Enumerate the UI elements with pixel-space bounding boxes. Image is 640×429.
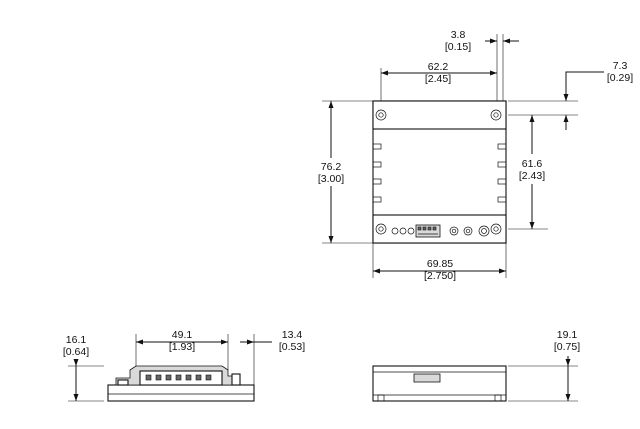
dim-side-height: [68, 359, 104, 402]
label-inner-height-mm: 61.6: [522, 158, 543, 170]
side-view: [68, 334, 272, 402]
label-overall-height-mm: 76.2: [321, 161, 342, 173]
dim-hole-spacing: [380, 68, 498, 101]
label-hole-offset-mm: 3.8: [451, 29, 466, 41]
dim-side-right-offset: [240, 334, 272, 385]
dim-right-offset: [508, 71, 604, 130]
mounting-hole-bottom-right: [490, 223, 502, 235]
mounting-hole-top-right: [490, 109, 502, 121]
side-view-base: [107, 384, 255, 402]
dim-inner-height: [508, 115, 548, 230]
dim-hole-offset: [485, 34, 519, 101]
label-side-right-offset-mm: 13.4: [282, 329, 303, 341]
label-right-offset-mm: 7.3: [613, 60, 628, 72]
label-connector-width-mm: 49.1: [172, 329, 193, 341]
front-connector: [413, 373, 441, 383]
mounting-hole-top-left: [375, 109, 387, 121]
dimension-labels: 3.8 [0.15] 62.2 [2.45] 7.3 [0.29] 76.2 […: [63, 29, 633, 358]
label-hole-offset-in: [0.15]: [445, 41, 471, 53]
dim-overall-width: [372, 243, 507, 278]
dim-overall-height: [322, 100, 373, 244]
side-connector: [115, 365, 241, 386]
dim-front-height: [508, 356, 578, 402]
top-view: [322, 34, 604, 278]
mounting-hole-bottom-left: [375, 223, 387, 235]
top-flange: [372, 100, 507, 130]
front-view: [372, 356, 578, 402]
label-overall-height-in: [3.00]: [318, 173, 344, 185]
dim-side-connector-width: [135, 334, 229, 370]
label-hole-spacing-in: [2.45]: [425, 73, 451, 85]
label-connector-width-in: [1.93]: [169, 341, 195, 353]
heatsink-fins: [372, 143, 507, 203]
label-inner-height-in: [2.43]: [519, 170, 545, 182]
label-side-height-in: [0.64]: [63, 346, 89, 358]
connector-components: [391, 224, 490, 238]
label-side-right-offset-in: [0.53]: [279, 341, 305, 353]
label-hole-spacing-mm: 62.2: [428, 61, 449, 73]
label-overall-width-in: [2.750]: [424, 270, 456, 282]
label-front-height-mm: 19.1: [557, 329, 578, 341]
label-side-height-mm: 16.1: [66, 334, 87, 346]
front-view-body: [372, 365, 507, 402]
label-front-height-in: [0.75]: [554, 341, 580, 353]
label-overall-width-mm: 69.85: [427, 258, 453, 270]
label-right-offset-in: [0.29]: [607, 72, 633, 84]
